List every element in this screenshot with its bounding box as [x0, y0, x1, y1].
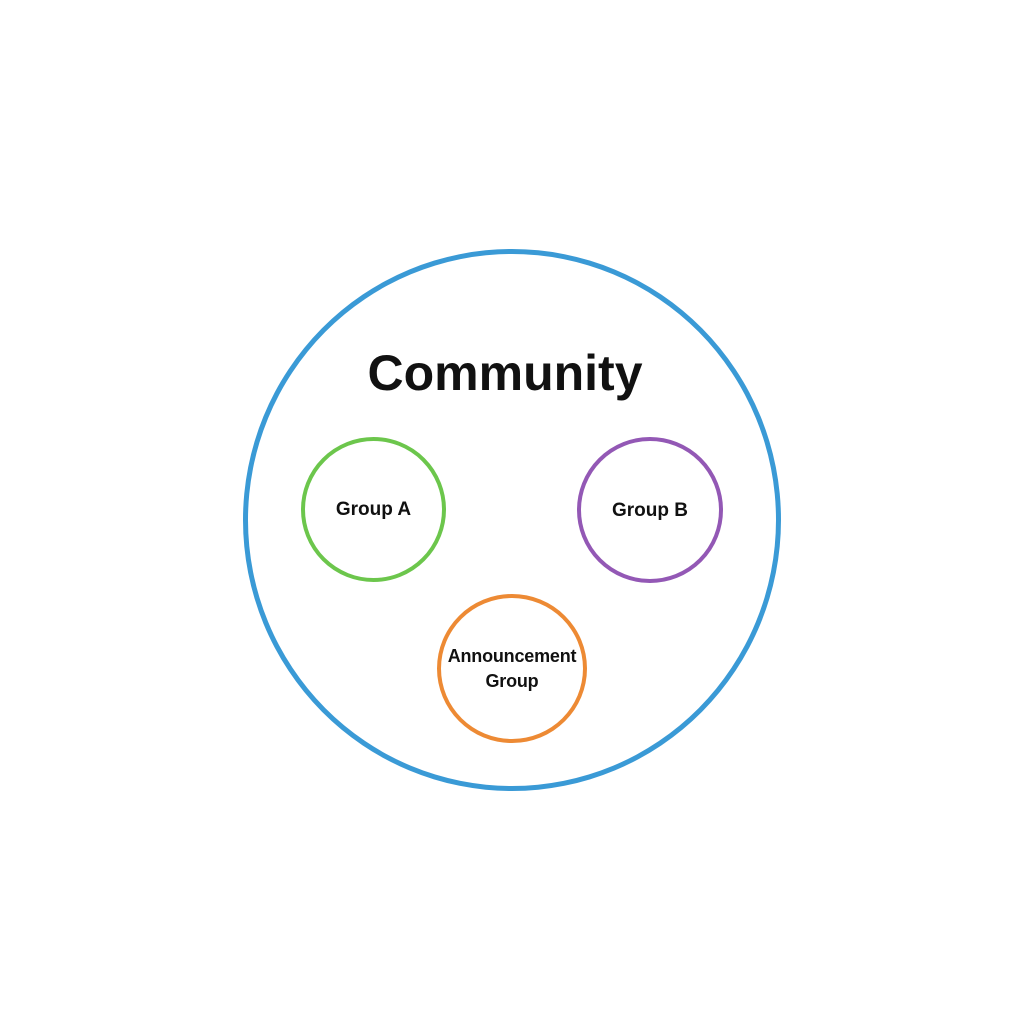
community-circle — [243, 249, 781, 791]
group-b-label: Group B — [612, 499, 688, 521]
announcement-group-circle: Announcement Group — [437, 594, 587, 743]
announcement-group-label: Announcement Group — [447, 645, 577, 691]
community-title: Community — [367, 345, 643, 401]
group-b-circle: Group B — [577, 437, 723, 583]
group-a-label: Group A — [335, 499, 412, 520]
group-a-circle: Group A — [301, 437, 446, 582]
